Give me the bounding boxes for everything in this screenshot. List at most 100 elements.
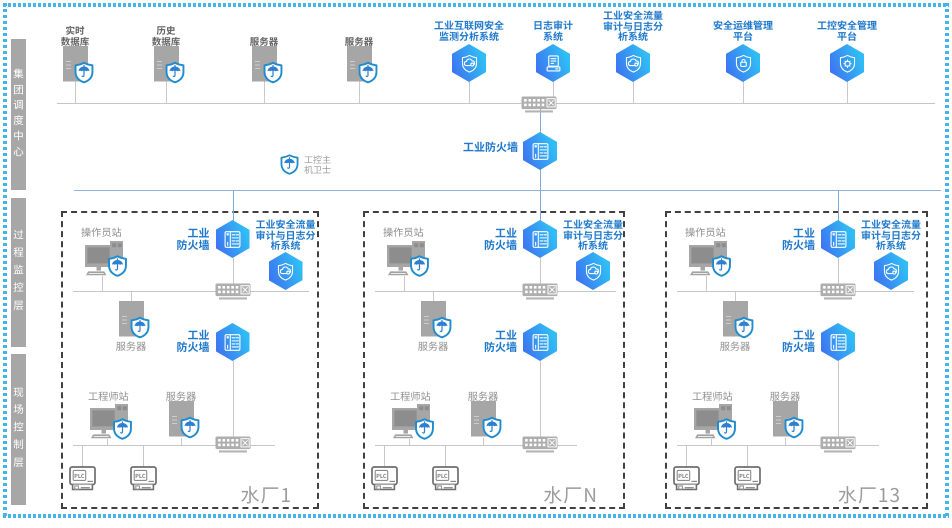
operator-workstation-icon <box>688 240 732 278</box>
switch-icon <box>215 436 251 453</box>
shield-cloud-icon <box>460 54 479 73</box>
connector-line <box>483 438 484 445</box>
industrial-firewall-node <box>523 323 557 361</box>
connector-line <box>633 81 634 103</box>
connector-line <box>384 446 385 467</box>
system-label: 工业互联网安全监测分析系统 <box>434 17 504 43</box>
plant-name: 水厂N <box>543 481 598 508</box>
host-guard-label: 工控主 机卫士 <box>304 153 332 176</box>
server-icon <box>421 301 452 339</box>
connector-line <box>540 361 541 437</box>
plant-name: 水厂1 <box>240 481 292 508</box>
system-node <box>536 44 570 82</box>
server-icon <box>119 301 150 339</box>
firewall-icon <box>531 230 550 249</box>
connector-line <box>359 81 360 103</box>
network-bus-line <box>677 291 914 292</box>
server-icon <box>723 301 754 339</box>
system-label: 工业安全流量审计与日志分析系统 <box>603 7 663 43</box>
flow-audit-system-label: 工业安全流量 审计与日志分 析系统 <box>861 216 921 252</box>
connector-line <box>735 292 736 302</box>
industrial-firewall-label: 工业 防火墙 <box>484 225 517 253</box>
network-bus-line <box>677 445 879 446</box>
operator-workstation-icon <box>386 240 430 278</box>
operator-station-label: 操作员站 <box>685 224 726 239</box>
backbone-line <box>233 191 234 240</box>
connector-line <box>264 81 265 103</box>
flow-audit-system-node <box>874 252 908 290</box>
connector-line <box>181 438 182 445</box>
firewall-icon <box>829 333 848 352</box>
device-label: 实时数据库 <box>60 23 90 48</box>
industrial-firewall-node <box>821 323 855 361</box>
device-label: 历史数据库 <box>151 23 181 48</box>
engineer-workstation-icon <box>693 403 737 441</box>
network-bus-line <box>375 445 577 446</box>
firewall-icon <box>531 333 550 352</box>
connector-line <box>445 446 446 467</box>
network-bus-line <box>73 291 309 292</box>
engineer-workstation-icon <box>391 403 435 441</box>
server-label: 服务器 <box>165 388 197 403</box>
system-node <box>452 44 486 82</box>
system-node <box>726 44 760 82</box>
connector-line <box>409 439 410 445</box>
server-icon <box>154 46 185 84</box>
switch-icon <box>522 436 558 453</box>
system-label: 安全运维管理平台 <box>713 17 773 43</box>
plc-icon <box>69 466 96 492</box>
server-icon <box>169 401 200 439</box>
connector-line <box>143 446 144 467</box>
switch-icon <box>820 283 856 300</box>
connector-line <box>747 446 748 467</box>
plc-icon <box>673 466 700 492</box>
system-node <box>616 44 650 82</box>
switch-icon <box>215 283 251 300</box>
firewall-icon <box>223 333 242 352</box>
shield-cloud-icon <box>276 262 295 281</box>
connector-line <box>102 276 103 291</box>
connector-line <box>131 292 132 302</box>
connector-line <box>232 361 234 437</box>
industrial-firewall-label: 工业 防火墙 <box>176 225 210 253</box>
flow-audit-system-label: 工业安全流量 审计与日志分 析系统 <box>563 216 623 252</box>
industrial-firewall-node <box>215 323 250 361</box>
engineer-station-label: 工程师站 <box>692 388 733 403</box>
engineer-station-label: 工程师站 <box>88 388 129 403</box>
plant-box: 操作员站 工业 防火墙 工业安全流量 审计与日志分 析系统 服务器 工业 防火墙… <box>61 211 319 509</box>
network-bus-line <box>57 103 935 104</box>
system-label: 日志审计系统 <box>533 17 573 43</box>
connector-line <box>711 439 712 445</box>
connector-line <box>82 446 83 467</box>
industrial-firewall-label: 工业 防火墙 <box>782 225 815 253</box>
frame-border-top <box>3 3 949 7</box>
operator-workstation-icon <box>84 240 128 278</box>
industrial-firewall-label: 工业 防火墙 <box>176 327 210 355</box>
server-icon <box>252 46 283 84</box>
flow-audit-system-node <box>268 252 303 290</box>
shield-cloud-icon <box>624 54 643 73</box>
server-icon <box>63 46 94 84</box>
firewall-icon <box>223 230 242 249</box>
layer-separator-line <box>74 190 941 191</box>
connector-line <box>469 81 470 103</box>
frame-border-right <box>945 3 949 518</box>
connector-line <box>706 276 707 291</box>
industrial-firewall-label: 工业 防火墙 <box>782 327 815 355</box>
connector-line <box>553 79 554 97</box>
frame-border-left <box>3 3 7 518</box>
connector-line <box>838 258 839 284</box>
industrial-firewall-label: 工业防火墙 <box>463 139 518 155</box>
server-label: 服务器 <box>467 388 499 403</box>
device-label: 服务器 <box>344 34 374 48</box>
server-label: 服务器 <box>115 338 147 353</box>
system-label: 工控安全管理平台 <box>817 17 877 43</box>
server-label: 服务器 <box>417 338 449 353</box>
frame-border-bottom <box>3 514 949 518</box>
shield-gear-icon <box>838 54 857 73</box>
connector-line <box>743 81 744 103</box>
industrial-firewall-node <box>523 132 557 170</box>
server-icon <box>773 401 804 439</box>
connector-line <box>433 292 434 302</box>
